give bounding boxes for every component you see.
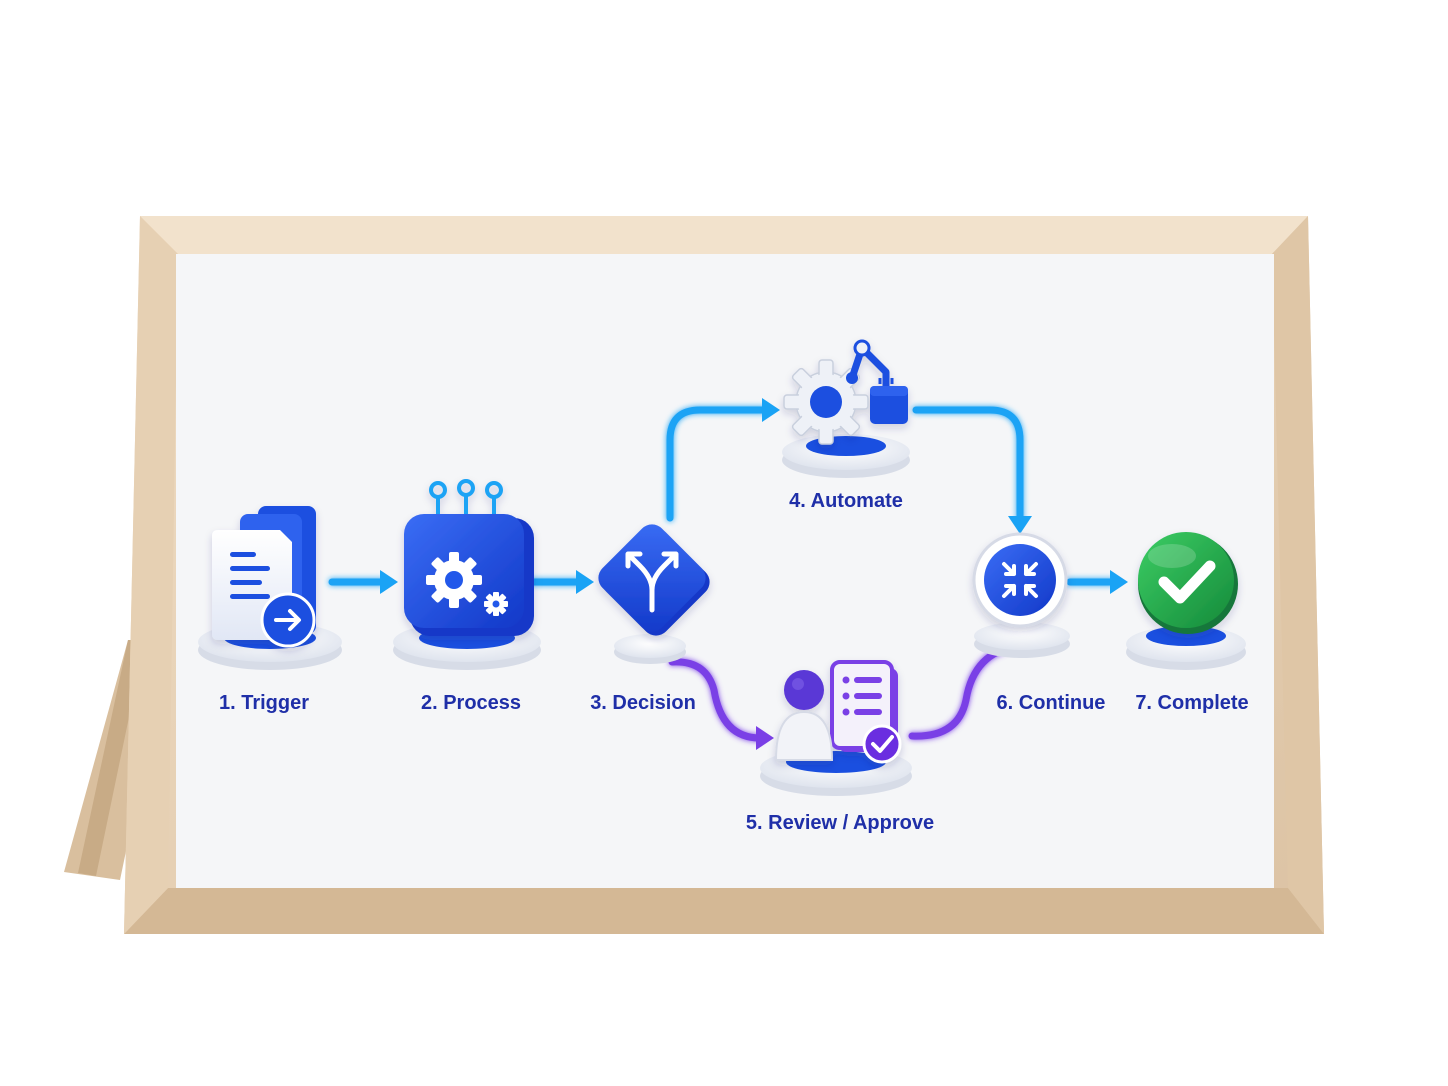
step-label: 4. Automate — [789, 490, 903, 512]
step-label: 2. Process — [421, 692, 521, 714]
step-complete: 7. Complete — [1126, 532, 1249, 714]
step-label: 3. Decision — [590, 692, 696, 714]
check-circle-icon — [1138, 532, 1238, 634]
branch-diamond-icon — [598, 524, 710, 636]
arrow-automate-continue — [912, 406, 1024, 522]
step-label: 6. Continue — [997, 692, 1106, 714]
arrowhead-icon — [576, 570, 594, 594]
arrow-decision-automate — [666, 406, 768, 522]
arrowhead-icon — [756, 726, 774, 750]
step-review-approve: 5. Review / Approve — [746, 660, 934, 834]
platform — [614, 634, 686, 664]
step-label: 1. Trigger — [219, 692, 309, 714]
merge-arrows-icon — [972, 532, 1068, 628]
document-arrow-icon — [212, 506, 316, 648]
platform — [782, 434, 910, 478]
arrow-decision-review — [668, 658, 764, 742]
robot-arm-gear-icon — [783, 339, 908, 445]
step-automate: 4. Automate — [782, 339, 910, 512]
arrowhead-icon — [380, 570, 398, 594]
step-label: 7. Complete — [1135, 692, 1248, 714]
platform — [1126, 626, 1246, 670]
platform — [974, 622, 1070, 658]
step-label: 5. Review / Approve — [746, 812, 934, 834]
step-process: 2. Process — [393, 479, 541, 714]
arrowhead-icon — [762, 398, 780, 422]
step-continue: 6. Continue — [972, 532, 1106, 714]
arrowhead-icon — [1110, 570, 1128, 594]
person-checklist-icon — [774, 660, 902, 764]
step-decision: 3. Decision — [590, 524, 710, 714]
arrowhead-icon — [1008, 516, 1032, 534]
step-trigger: 1. Trigger — [198, 506, 342, 714]
gear-chip-icon — [404, 479, 534, 636]
board-frame — [124, 216, 1324, 934]
whiteboard-surface — [176, 254, 1274, 888]
